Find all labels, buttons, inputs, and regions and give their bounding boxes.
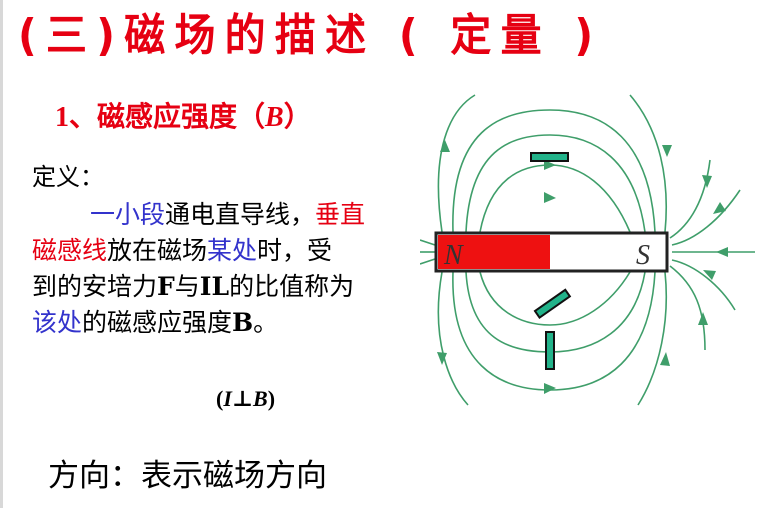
magnet-north-pole xyxy=(438,235,550,269)
definition-line-4: 该处的磁感应强度B。 xyxy=(32,305,422,341)
definition-segment: 磁感线 xyxy=(32,236,108,265)
definition-segment: 垂直 xyxy=(315,200,366,229)
definition-symbol-b: B xyxy=(232,308,254,337)
definition-line-3: 到的安培力F与IL的比值称为 xyxy=(32,269,422,305)
south-label: S xyxy=(636,240,650,271)
formula-paren: ) xyxy=(267,386,276,411)
formula-current: I xyxy=(223,386,232,411)
slide-left-border xyxy=(0,0,3,508)
definition-symbol-f: F xyxy=(157,272,175,301)
heading-symbol-b: B xyxy=(265,102,284,133)
definition-segment: 放在磁场 xyxy=(107,236,208,265)
definition-segment: 的磁感应强度 xyxy=(82,308,233,337)
formula-field: B xyxy=(253,386,268,411)
definition-line-1: 一小段通电直导线，垂直 xyxy=(32,197,422,233)
definition-segment: 时，受 xyxy=(257,236,333,265)
heading-suffix: ） xyxy=(283,102,312,133)
definition-segment: 一小段 xyxy=(90,200,166,229)
bar-magnet-field-diagram: N S xyxy=(419,90,758,410)
definition-symbol-il: IL xyxy=(199,272,230,301)
perpendicular-condition: (I⊥B) xyxy=(216,386,275,412)
direction-statement: 方向：表示磁场方向 xyxy=(48,458,327,494)
definition-segment: 与 xyxy=(174,272,200,301)
heading-prefix: 1、磁感应强度（ xyxy=(55,102,266,133)
slide-title: (三)磁场的描述 ( 定量 ) xyxy=(18,10,603,61)
definition-segment: 该处 xyxy=(32,308,83,337)
definition-segment: 到的安培力 xyxy=(32,272,158,301)
definition-text: 一小段通电直导线，垂直 磁感线放在磁场某处时，受 到的安培力F与IL的比值称为 … xyxy=(32,197,422,341)
compass-needle-vertical xyxy=(545,331,555,370)
section-heading: 1、磁感应强度（B） xyxy=(55,98,312,138)
definition-line-2: 磁感线放在磁场某处时，受 xyxy=(32,233,422,269)
formula-paren: ( xyxy=(216,386,224,411)
definition-segment: 。 xyxy=(253,308,279,337)
magnetic-field-lines-figure: N S xyxy=(419,94,755,406)
definition-segment: 的比值称为 xyxy=(229,272,355,301)
definition-label: 定义： xyxy=(32,163,104,191)
compass-needle-top xyxy=(530,152,569,162)
definition-segment: 通电直导线， xyxy=(165,200,316,229)
formula-perp-symbol: ⊥ xyxy=(231,386,254,411)
compass-needle-angled xyxy=(533,288,572,319)
north-label: N xyxy=(443,240,464,271)
definition-segment: 某处 xyxy=(207,236,258,265)
